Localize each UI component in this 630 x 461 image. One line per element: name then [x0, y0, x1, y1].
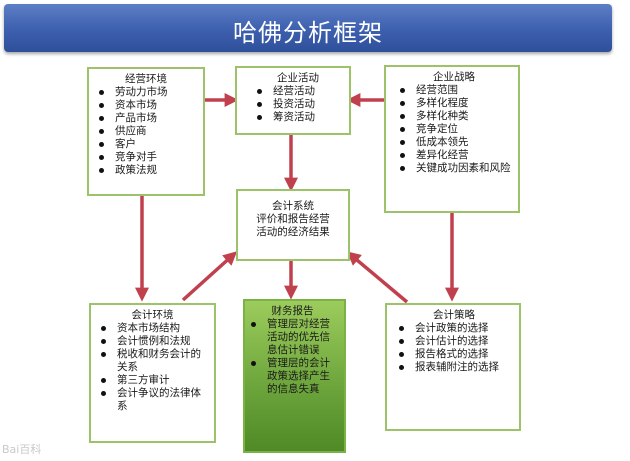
box-text-line: 评价和报告经营: [256, 213, 330, 225]
list-item: 经营活动: [251, 85, 345, 98]
list-item: 供应商: [93, 125, 199, 138]
list-item: 投资活动: [251, 98, 345, 111]
bullet-icon: [400, 166, 405, 171]
bullet-icon: [399, 339, 404, 344]
list-item: 会计争议的法律体系: [95, 387, 210, 413]
list-item: 低成本领先: [394, 136, 514, 149]
list-item: 关键成功因素和风险: [394, 162, 514, 175]
box-title: 会计环境: [131, 309, 174, 321]
bullet-icon: [101, 326, 106, 331]
bullet-icon: [400, 88, 405, 93]
bullet-icon: [400, 127, 405, 132]
box-title: 企业战略: [433, 71, 475, 83]
list-item: 报表辅附注的选择: [393, 361, 515, 374]
bullet-icon: [400, 114, 405, 119]
watermark: Bai百科: [2, 443, 42, 456]
list-item: 政策法规: [93, 164, 199, 177]
box-title: 企业活动: [277, 72, 319, 84]
list-item: 管理层的会计政策选择产生的信息失真: [245, 357, 340, 396]
list-item: 多样化种类: [394, 110, 514, 123]
arrow-acct-strategy-to-system: [346, 251, 409, 304]
diagram-title: 哈佛分析框架: [233, 19, 383, 47]
financial-report-box: 财务报告 管理层对经营活动的优先信息估计错误 管理层的会计政策选择产生的信息失真: [243, 299, 346, 453]
list-item: 劳动力市场: [93, 86, 199, 99]
bullet-icon: [101, 378, 106, 383]
bullet-icon: [99, 103, 104, 108]
business-activities-box: 企业活动 经营活动 投资活动 筹资活动: [235, 66, 351, 135]
list-item: 会计政策的选择: [393, 322, 515, 335]
accounting-environment-box: 会计环境 资本市场结构 会计惯例和法规 税收和财务会计的关系 第三方审计 会计争…: [89, 303, 216, 443]
bullet-icon: [399, 365, 404, 370]
bullet-icon: [399, 326, 404, 331]
list-item: 竞争对手: [93, 151, 199, 164]
list-item: 会计惯例和法规: [95, 335, 210, 348]
title-banner: 哈佛分析框架: [4, 4, 612, 52]
box-title: 经营环境: [125, 73, 167, 85]
bullet-icon: [101, 391, 106, 396]
list-item: 产品市场: [93, 112, 199, 125]
bullet-icon: [251, 322, 256, 327]
bullet-icon: [400, 140, 405, 145]
box-title: 财务报告: [271, 305, 314, 317]
box-text-line: 活动的经济结果: [256, 226, 330, 238]
accounting-system-box: 会计系统 评价和报告经营 活动的经济结果: [236, 189, 350, 261]
accounting-strategy-box: 会计策略 会计政策的选择 会计估计的选择 报告格式的选择 报表辅附注的选择: [385, 303, 521, 431]
list-item: 多样化程度: [394, 97, 514, 110]
list-item: 报告格式的选择: [393, 348, 515, 361]
bullet-icon: [99, 168, 104, 173]
business-strategy-box: 企业战略 经营范围 多样化程度 多样化种类 竞争定位 低成本领先 差异化经营 关…: [384, 65, 520, 213]
bullet-icon: [251, 361, 256, 366]
bullet-icon: [99, 142, 104, 147]
bullet-icon: [99, 116, 104, 121]
list-item: 第三方审计: [95, 374, 210, 387]
list-item: 资本市场结构: [95, 322, 210, 335]
list-item: 经营范围: [394, 84, 514, 97]
bullet-icon: [400, 153, 405, 158]
list-item: 会计估计的选择: [393, 335, 515, 348]
business-environment-box: 经营环境 劳动力市场 资本市场 产品市场 供应商 客户 竞争对手 政策法规: [87, 67, 205, 196]
bullet-icon: [257, 102, 262, 107]
list-item: 竞争定位: [394, 123, 514, 136]
bullet-icon: [99, 129, 104, 134]
bullet-icon: [257, 115, 262, 120]
list-item: 税收和财务会计的关系: [95, 348, 210, 374]
bullet-icon: [257, 89, 262, 94]
list-item: 差异化经营: [394, 149, 514, 162]
bullet-icon: [399, 352, 404, 357]
list-item: 资本市场: [93, 99, 199, 112]
bullet-icon: [99, 155, 104, 160]
box-title: 会计系统: [272, 200, 314, 212]
bullet-icon: [99, 90, 104, 95]
list-item: 管理层对经营活动的优先信息估计错误: [245, 318, 340, 357]
list-item: 筹资活动: [251, 111, 345, 124]
box-title: 会计策略: [433, 309, 475, 321]
arrow-acct-env-to-system: [181, 251, 238, 302]
bullet-icon: [101, 352, 106, 357]
bullet-icon: [101, 339, 106, 344]
list-item: 客户: [93, 138, 199, 151]
bullet-icon: [400, 101, 405, 106]
